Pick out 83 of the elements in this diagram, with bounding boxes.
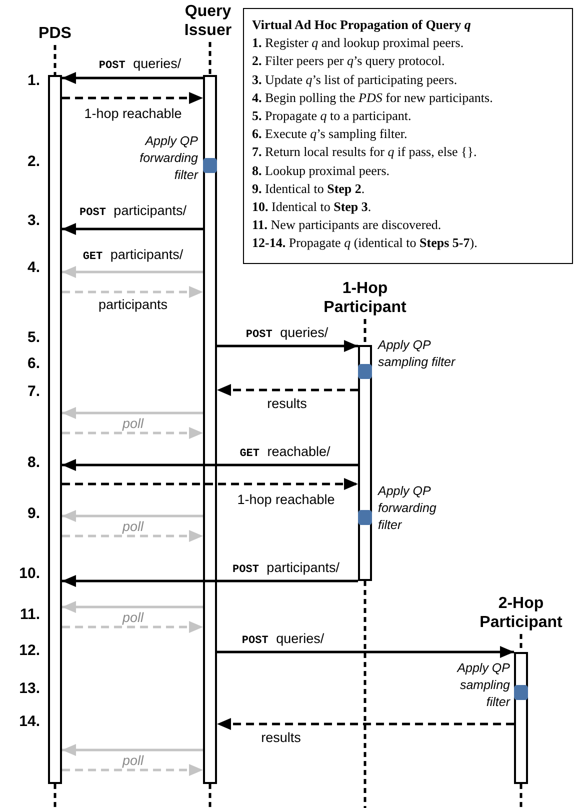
message-arrow — [217, 646, 514, 658]
step-number: 3. — [26, 212, 40, 230]
edge-label: GET reachable/ — [240, 444, 330, 462]
message-arrow — [217, 384, 358, 396]
step-number: 6. — [26, 355, 40, 373]
activation-bar — [48, 75, 62, 784]
message-arrow — [62, 72, 203, 84]
edge-label: participants — [98, 297, 168, 313]
activation-bar — [514, 652, 528, 784]
step-number: 12. — [18, 642, 40, 660]
note-line: 5. Propagate q to a participant. — [252, 107, 412, 126]
message-arrow — [62, 478, 358, 490]
edge-label: POST queries/ — [242, 631, 324, 649]
message-arrow — [217, 340, 358, 352]
edge-label: poll — [122, 519, 144, 535]
message-arrow — [62, 575, 358, 587]
message-arrow — [62, 266, 203, 278]
edge-label: GET participants/ — [82, 247, 184, 265]
step-number: 9. — [26, 505, 40, 523]
note-line: 2. Filter peers per q’s query protocol. — [252, 52, 446, 70]
message-arrow — [62, 223, 203, 235]
message-arrow — [217, 718, 514, 730]
edge-label: POST queries/ — [246, 325, 328, 343]
step-number: 8. — [26, 454, 40, 472]
edge-label: poll — [122, 416, 144, 432]
lifeline-header: 1-Hop Participant — [320, 279, 410, 317]
note-line: 6. Execute q’s sampling filter. — [252, 125, 408, 144]
lifeline-header: Query Issuer — [172, 2, 244, 40]
lifeline — [208, 42, 212, 75]
step-number: 1. — [26, 72, 40, 90]
edge-label: POST participants/ — [80, 203, 186, 221]
note-line: 7. Return local results for q if pass, else {}. — [252, 143, 478, 162]
step-number: 4. — [26, 259, 40, 277]
note-line: 10. Identical to Step 3. — [252, 198, 372, 216]
note-box — [243, 8, 573, 264]
message-arrow — [62, 92, 203, 104]
message-arrow — [62, 427, 203, 439]
filter-caption: Apply QP sampling filter — [378, 337, 456, 371]
note-line: 12-14. Propagate q (identical to Steps 5-7). — [252, 234, 478, 252]
step-number: 5. — [26, 329, 40, 347]
note-line: 8. Lookup proximal peers. — [252, 162, 391, 180]
note-line: 11. New participants are discovered. — [252, 216, 442, 234]
note-line: 9. Identical to Step 2. — [252, 180, 366, 198]
edge-label: POST queries/ — [98, 56, 182, 74]
message-arrow — [62, 621, 203, 633]
edge-label: POST participants/ — [232, 560, 340, 578]
message-arrow — [62, 601, 203, 613]
filter-caption: Apply QP forwarding filter — [138, 133, 198, 184]
note-line: 1. Register q and lookup proximal peers. — [252, 34, 465, 52]
edge-label: poll — [122, 753, 144, 769]
filter-marker — [358, 364, 372, 379]
lifeline — [364, 319, 366, 345]
step-number: 2. — [26, 153, 40, 171]
edge-label: 1-hop reachable — [84, 106, 182, 122]
edge-label: poll — [122, 610, 144, 626]
lifeline-header: PDS — [28, 24, 82, 43]
note-title: Virtual Ad Hoc Propagation of Query q — [252, 16, 472, 34]
step-number: 14. — [18, 713, 40, 731]
message-arrow — [62, 459, 358, 471]
edge-label: results — [267, 396, 307, 412]
step-number: 13. — [18, 680, 40, 698]
filter-caption: Apply QP forwarding filter — [378, 483, 438, 534]
message-arrow — [62, 407, 203, 419]
step-number: 11. — [18, 606, 40, 624]
note-line: 3. Update q’s list of participating peers. — [252, 70, 458, 89]
edge-label: 1-hop reachable — [237, 492, 335, 508]
activation-bar — [358, 345, 372, 581]
message-arrow — [62, 530, 203, 542]
filter-caption: Apply QP sampling filter — [456, 660, 510, 711]
lifeline — [54, 45, 56, 75]
step-number: 10. — [18, 565, 40, 583]
message-arrow — [62, 286, 203, 298]
edge-label: results — [261, 730, 301, 746]
message-arrow — [62, 744, 203, 756]
activation-bar — [203, 75, 217, 784]
filter-marker — [203, 158, 217, 173]
step-number: 7. — [26, 383, 40, 401]
lifeline-header: 2-Hop Participant — [476, 594, 566, 632]
filter-marker — [358, 510, 372, 525]
message-arrow — [62, 510, 203, 522]
message-arrow — [62, 764, 203, 776]
filter-marker — [514, 685, 528, 700]
note-line: 4. Begin polling the PDS for new participants. — [252, 88, 494, 107]
